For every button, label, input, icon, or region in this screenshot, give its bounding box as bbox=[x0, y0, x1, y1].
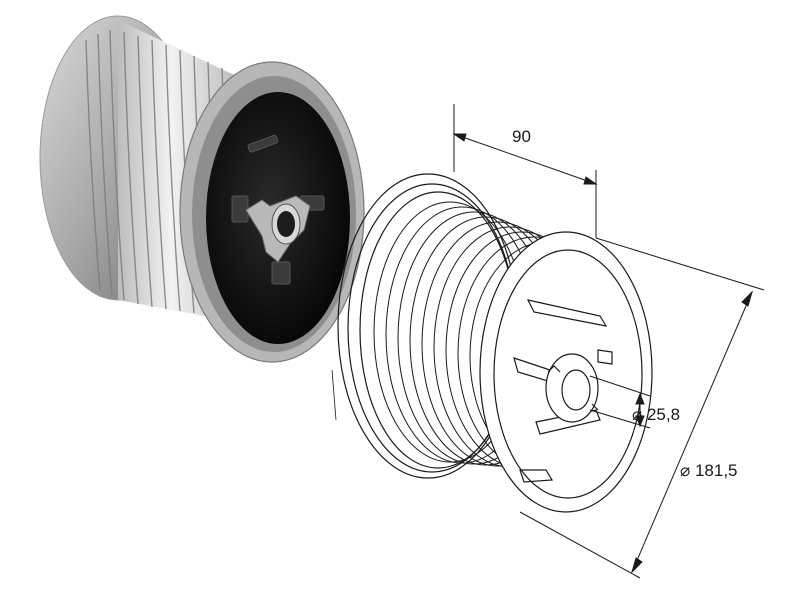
dim-width-arrow-right bbox=[583, 176, 598, 185]
dim-outer-ext-top bbox=[595, 237, 765, 291]
dim-outer-arrow-bottom bbox=[630, 557, 643, 574]
dim-width-arrow-left bbox=[452, 133, 467, 142]
dim-outer-arrow-top bbox=[741, 290, 754, 307]
drawing-flange-marking bbox=[331, 369, 337, 421]
dim-bore-label: ⌀ 25,8 bbox=[632, 405, 680, 424]
dim-outer-line bbox=[631, 291, 753, 573]
dim-width-label: 90 bbox=[512, 127, 531, 146]
dim-bore-arrow-top bbox=[635, 392, 645, 405]
dim-bore-arrow-bottom bbox=[635, 415, 645, 428]
drawing-hub bbox=[545, 353, 599, 423]
photo-hub bbox=[245, 195, 311, 263]
drum-drawing bbox=[331, 173, 653, 513]
dimension-lines bbox=[452, 104, 765, 579]
dim-outer-label: ⌀ 181,5 bbox=[680, 461, 738, 480]
dim-outer-ext-bottom bbox=[519, 511, 641, 579]
dim-width-line bbox=[453, 133, 597, 185]
drum-photo bbox=[39, 15, 365, 363]
